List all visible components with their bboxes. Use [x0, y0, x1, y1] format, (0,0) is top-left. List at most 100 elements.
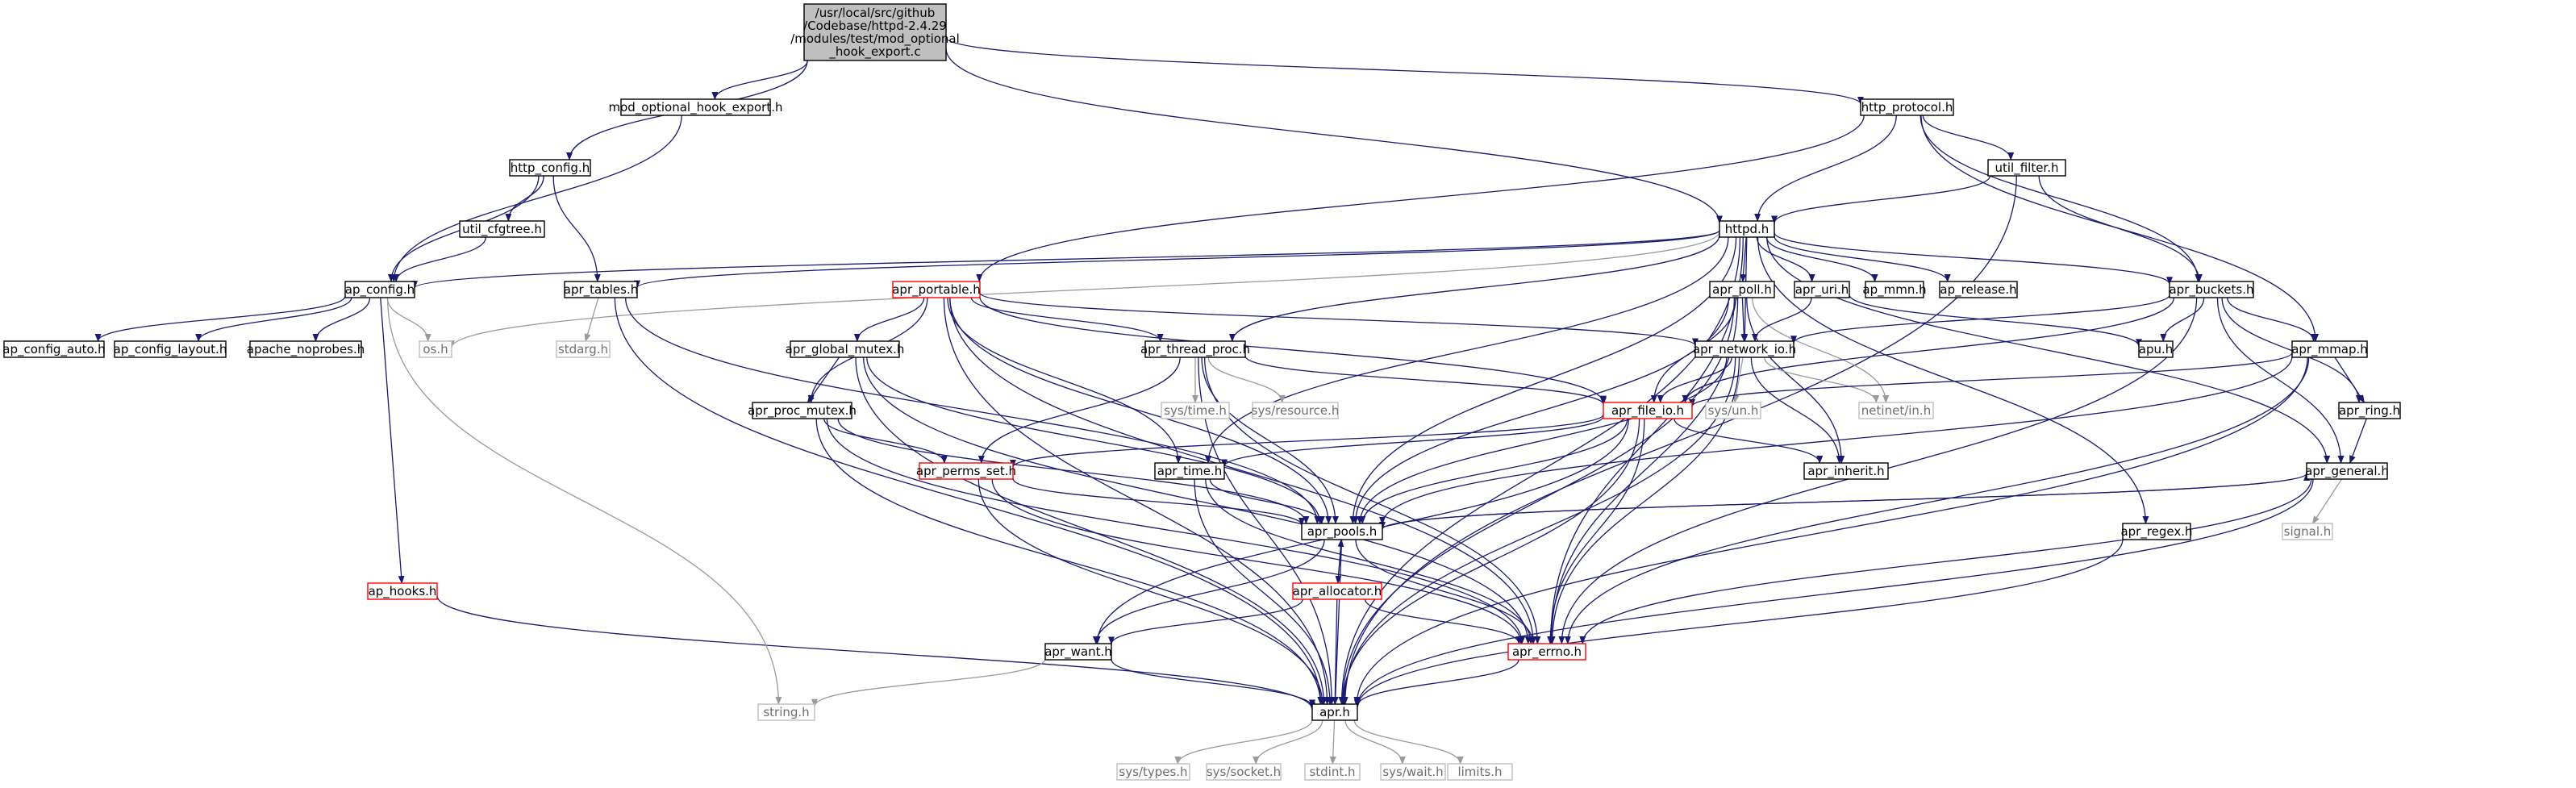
node-label: apu.h — [2139, 342, 2174, 356]
node-sys-wait[interactable]: sys/wait.h — [1380, 763, 1446, 781]
node-apr-file-io[interactable]: apr_file_io.h — [1603, 402, 1693, 419]
node-label: apr_tables.h — [564, 282, 638, 298]
edge-apr-general-to-apr — [1354, 478, 2314, 708]
edge-httpd-to-apr-errno — [1547, 236, 1744, 644]
node-ap-config-layout[interactable]: ap_config_layout.h — [114, 340, 227, 358]
node-box — [2169, 281, 2254, 298]
node-label: apr_uri.h — [1795, 282, 1849, 298]
node-apr-global-mutex[interactable]: apr_global_mutex.h — [786, 340, 905, 358]
edge-http-protocol-to-httpd — [1754, 115, 1897, 222]
node-label: apr_thread_proc.h — [1140, 342, 1250, 357]
node-apr-mmap[interactable]: apr_mmap.h — [2291, 340, 2368, 358]
node-apr-poll[interactable]: apr_poll.h — [1709, 281, 1775, 298]
node-apr-want[interactable]: apr_want.h — [1044, 643, 1112, 661]
node-label: apr_pools.h — [1307, 524, 1378, 540]
node-sys-un[interactable]: sys/un.h — [1705, 402, 1761, 419]
node-label: mod_optional_hook_export.h — [608, 100, 782, 115]
edge-apr-poll-to-apr-inherit — [1746, 297, 1845, 464]
node-apr-time[interactable]: apr_time.h — [1154, 462, 1225, 480]
node-apr-tables[interactable]: apr_tables.h — [564, 281, 638, 298]
node-label: sys/time.h — [1164, 403, 1227, 418]
edge-apr-buckets-to-apr-general — [2216, 297, 2345, 464]
node-stdint[interactable]: stdint.h — [1304, 763, 1361, 781]
node-label: ap_config_layout.h — [114, 342, 227, 357]
node-sys-resource[interactable]: sys/resource.h — [1252, 402, 1340, 419]
node-box — [1301, 523, 1383, 540]
node-ap-config[interactable]: ap_config.h — [344, 281, 415, 298]
node-os[interactable]: os.h — [419, 340, 452, 358]
node-label: ap_release.h — [1940, 282, 2016, 298]
edge-root-to-mod-hook — [711, 60, 808, 100]
node-apr-ring[interactable]: apr_ring.h — [2338, 402, 2401, 419]
edge-apr-network-io-to-apr-file-io — [1657, 356, 1732, 403]
node-netinet-in[interactable]: netinet/in.h — [1858, 402, 1934, 419]
node-apr-uri[interactable]: apr_uri.h — [1794, 281, 1850, 298]
node-apu[interactable]: apu.h — [2138, 340, 2174, 358]
node-apr-portable[interactable]: apr_portable.h — [892, 281, 981, 298]
node-box — [1987, 159, 2066, 177]
node-label: signal.h — [2284, 524, 2332, 539]
edge-httpd-to-os — [448, 231, 1720, 349]
node-box — [459, 220, 545, 238]
edge-apr-perms-set-to-apr — [977, 478, 1326, 705]
node-http-config[interactable]: http_config.h — [509, 159, 591, 177]
edge-apr-mmap-to-apr-pools — [1379, 356, 2293, 525]
node-apr-thread-proc[interactable]: apr_thread_proc.h — [1140, 340, 1250, 358]
node-label: sys/types.h — [1119, 765, 1187, 779]
node-signal[interactable]: signal.h — [2282, 523, 2333, 540]
node-limits[interactable]: limits.h — [1447, 763, 1513, 781]
edge-apr-want-to-apr — [1111, 659, 1315, 708]
edge-ap-config-to-apache-noprobes — [312, 297, 371, 342]
node-label: os.h — [423, 342, 448, 356]
node-box — [2138, 340, 2174, 358]
root-node[interactable]: /usr/local/src/github /Codebase/httpd-2.… — [790, 3, 960, 61]
node-apr-regex[interactable]: apr_regex.h — [2120, 523, 2193, 540]
node-apr-general[interactable]: apr_general.h — [2305, 462, 2389, 480]
node-apr-errno[interactable]: apr_errno.h — [1507, 643, 1586, 661]
node-sys-types[interactable]: sys/types.h — [1116, 763, 1190, 781]
edge-apr-tables-to-stdarg — [584, 297, 599, 342]
node-label: apr_general.h — [2305, 464, 2389, 479]
node-ap-mmn[interactable]: ap_mmn.h — [1862, 281, 1927, 298]
node-apr-inherit[interactable]: apr_inherit.h — [1803, 462, 1889, 480]
edge-apr-network-io-to-netinet-in — [1764, 356, 1880, 403]
node-apr[interactable]: apr.h — [1311, 703, 1358, 721]
node-sys-time[interactable]: sys/time.h — [1161, 402, 1230, 419]
edge-apr-portable-to-apr-thread-proc — [970, 297, 1164, 342]
node-box — [564, 281, 638, 298]
edge-apr-errno-to-apr — [1354, 659, 1519, 707]
node-label: sys/resource.h — [1252, 403, 1340, 418]
node-http-protocol[interactable]: http_protocol.h — [1860, 98, 1954, 116]
edge-httpd-to-ap-mmn — [1765, 236, 1878, 282]
node-box — [1865, 281, 1924, 298]
node-util-filter[interactable]: util_filter.h — [1987, 159, 2066, 177]
node-box — [1311, 703, 1358, 721]
node-apr-pools[interactable]: apr_pools.h — [1301, 523, 1383, 540]
node-stdarg[interactable]: stdarg.h — [556, 340, 611, 358]
edge-apr-portable-to-apr-pools — [949, 297, 1332, 524]
node-apache-noprobes[interactable]: apache_noprobes.h — [247, 340, 365, 358]
node-apr-network-io[interactable]: apr_network_io.h — [1693, 340, 1796, 358]
node-apr-proc-mutex[interactable]: apr_proc_mutex.h — [748, 402, 857, 419]
node-string[interactable]: string.h — [757, 703, 815, 721]
edge-ap-config-to-os — [386, 297, 431, 342]
edge-apr-ring-to-apr-general — [2349, 418, 2367, 464]
edge-apr-perms-set-to-apr-errno — [991, 478, 1524, 644]
node-apr-buckets[interactable]: apr_buckets.h — [2169, 281, 2254, 298]
node-ap-config-auto[interactable]: ap_config_auto.h — [2, 340, 106, 358]
edge-http-protocol-to-apr-portable — [976, 115, 1865, 282]
node-mod-hook[interactable]: mod_optional_hook_export.h — [608, 98, 783, 116]
edge-apr-mmap-to-apr-file-io — [1689, 352, 2293, 408]
node-ap-release[interactable]: ap_release.h — [1939, 281, 2018, 298]
node-apr-allocator[interactable]: apr_allocator.h — [1292, 582, 1382, 600]
node-ap-hooks[interactable]: ap_hooks.h — [367, 582, 438, 600]
node-label: apr_mmap.h — [2291, 342, 2368, 357]
node-sys-socket[interactable]: sys/socket.h — [1206, 763, 1282, 781]
node-box — [1154, 462, 1225, 480]
node-label: ap_config_auto.h — [2, 342, 105, 357]
node-util-cfgtree[interactable]: util_cfgtree.h — [459, 220, 545, 238]
node-apr-perms-set[interactable]: apr_perms_set.h — [916, 462, 1016, 480]
node-label: http_protocol.h — [1861, 100, 1953, 115]
node-httpd[interactable]: httpd.h — [1719, 220, 1775, 238]
